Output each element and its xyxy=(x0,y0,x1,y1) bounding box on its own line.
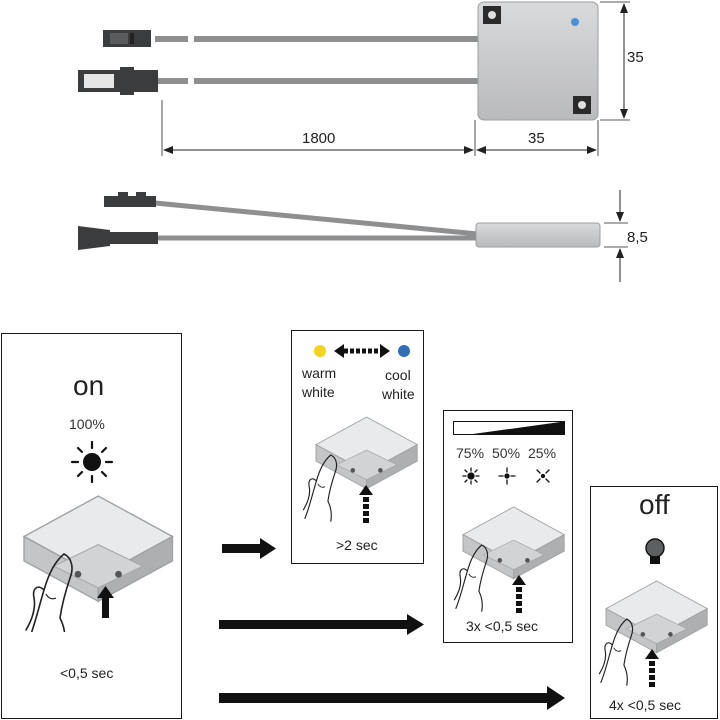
panel-off: off 4x <0,5 sec xyxy=(590,486,718,719)
dim-level-icons xyxy=(462,467,550,485)
sun-icon xyxy=(462,467,480,485)
dim-level-75: 75% xyxy=(456,445,485,461)
sun-icon xyxy=(536,469,550,483)
dimmer-press-illustration xyxy=(23,495,174,632)
cool-white-label-1: cool xyxy=(385,367,411,383)
dim-label-box-height: 35 xyxy=(627,49,644,66)
connector-male xyxy=(78,67,158,95)
press-time-on: <0,5 sec xyxy=(60,665,114,681)
dim-label-thickness: 8,5 xyxy=(627,229,648,246)
double-arrow-icon xyxy=(334,344,390,358)
status-led xyxy=(571,18,579,26)
press-arrow-icon xyxy=(645,649,659,687)
cable-side-upper xyxy=(154,200,479,237)
press-time-dim: 3x <0,5 sec xyxy=(466,618,538,634)
flow-arrows xyxy=(219,538,565,710)
side-view xyxy=(78,190,628,282)
warm-dot xyxy=(314,345,326,357)
bulb-icon xyxy=(645,538,665,564)
top-view xyxy=(78,1,630,156)
dim-gradient-bar xyxy=(453,421,565,435)
panel-on: on 100% <0,5 sec xyxy=(1,333,182,719)
cool-dot xyxy=(398,345,410,357)
cable-upper xyxy=(155,36,480,42)
connector-side-lower xyxy=(78,226,158,250)
press-time-color: >2 sec xyxy=(336,537,378,553)
press-time-off: 4x <0,5 sec xyxy=(609,697,681,713)
dimmer-box-side xyxy=(475,222,601,248)
dim-label-box-width: 35 xyxy=(528,130,545,147)
dim-level-50: 50% xyxy=(492,445,521,461)
panel-dim: 75% 50% 25% xyxy=(443,410,573,643)
panel-color-temp: warm white cool white >2 sec xyxy=(291,330,424,564)
dimmer-press-illustration xyxy=(453,506,565,613)
press-arrow-icon xyxy=(359,485,373,523)
dimmer-press-illustration xyxy=(598,580,708,687)
dim-label-length: 1800 xyxy=(302,130,336,147)
warm-white-label-2: white xyxy=(302,384,335,400)
cool-white-label-2: white xyxy=(382,386,415,402)
press-arrow-icon xyxy=(512,575,526,613)
arrow-right-icon xyxy=(219,686,565,710)
press-arrow-icon xyxy=(97,586,114,618)
cable-lower xyxy=(155,78,480,84)
warm-white-label-1: warm xyxy=(302,365,337,381)
sun-icon xyxy=(498,467,516,485)
state-off-label: off xyxy=(639,489,670,520)
color-temp-selector xyxy=(314,344,410,358)
connector-side-upper xyxy=(104,192,156,207)
dimmer-press-illustration xyxy=(302,416,418,523)
arrow-right-icon xyxy=(219,614,424,635)
dimmer-box-top xyxy=(477,1,599,121)
brightness-full-label: 100% xyxy=(69,416,105,432)
connector-female xyxy=(103,30,151,47)
sun-icon xyxy=(70,440,114,484)
dim-level-25: 25% xyxy=(528,445,557,461)
state-on-label: on xyxy=(73,370,105,401)
arrow-right-icon xyxy=(222,538,276,559)
